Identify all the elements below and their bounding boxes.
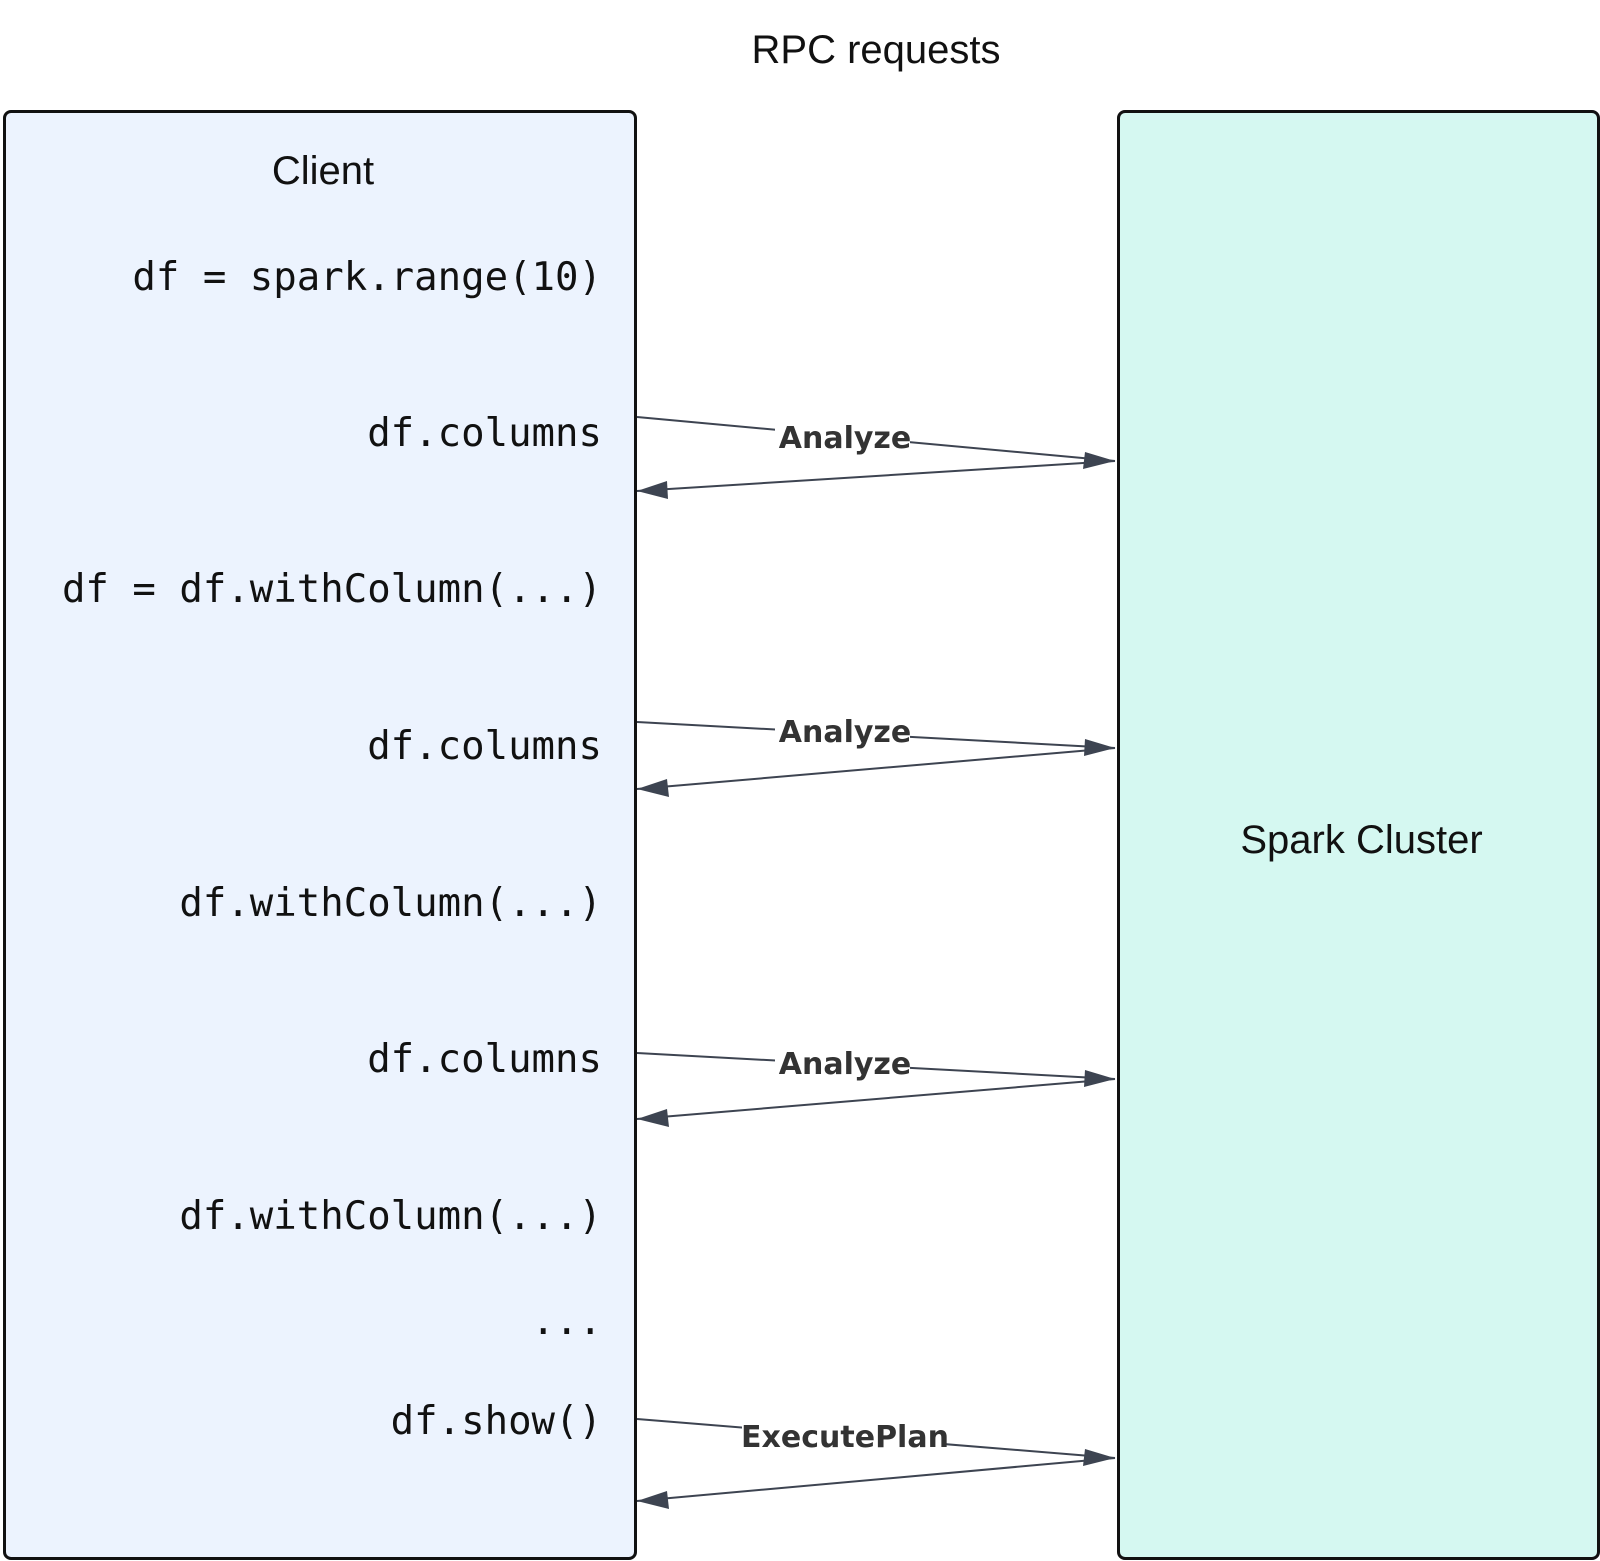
code-line-spark-range: df = spark.range(10) (132, 255, 602, 300)
response-arrowhead (637, 1491, 669, 1509)
response-arrowhead (637, 481, 668, 499)
code-line-columns-1: df.columns (367, 411, 602, 456)
response-arrowhead (637, 1109, 669, 1127)
rpc-request-analyze-2: Analyze (636, 714, 1116, 797)
rpc-request-analyze-1: Analyze (636, 416, 1116, 499)
rpc-label: Analyze (779, 421, 911, 456)
response-arrow (636, 1078, 1116, 1120)
rpc-request-executeplan: ExecutePlan (636, 1418, 1116, 1509)
request-arrowhead (1084, 1070, 1115, 1087)
diagram-title: RPC requests (751, 28, 1001, 72)
rpc-label: Analyze (779, 1047, 911, 1082)
code-line-withcolumn-2: df.withColumn(...) (179, 1194, 602, 1239)
spark-cluster-title: Spark Cluster (1240, 818, 1483, 862)
response-arrowhead (637, 779, 669, 797)
client-title: Client (271, 149, 375, 193)
rpc-label: ExecutePlan (741, 1420, 949, 1455)
response-arrow (636, 747, 1116, 790)
request-arrowhead (1084, 739, 1115, 756)
response-arrow (636, 1457, 1116, 1502)
code-line-columns-3: df.columns (367, 1037, 602, 1082)
request-arrowhead (1083, 452, 1115, 469)
code-line-ellipsis: ... (531, 1299, 602, 1344)
code-line-show: df.show() (390, 1399, 602, 1444)
code-line-withcolumn-1: df.withColumn(...) (179, 881, 602, 926)
spark-cluster-panel: Spark Cluster (1117, 110, 1600, 1560)
request-arrowhead (1083, 1449, 1115, 1466)
rpc-label: Analyze (779, 715, 911, 750)
rpc-request-analyze-3: Analyze (636, 1046, 1116, 1127)
client-panel: Client df = spark.range(10) df.columns d… (3, 110, 637, 1560)
code-line-columns-2: df.columns (367, 724, 602, 769)
code-line-withcolumn-assign: df = df.withColumn(...) (61, 567, 602, 612)
response-arrow (636, 460, 1116, 492)
